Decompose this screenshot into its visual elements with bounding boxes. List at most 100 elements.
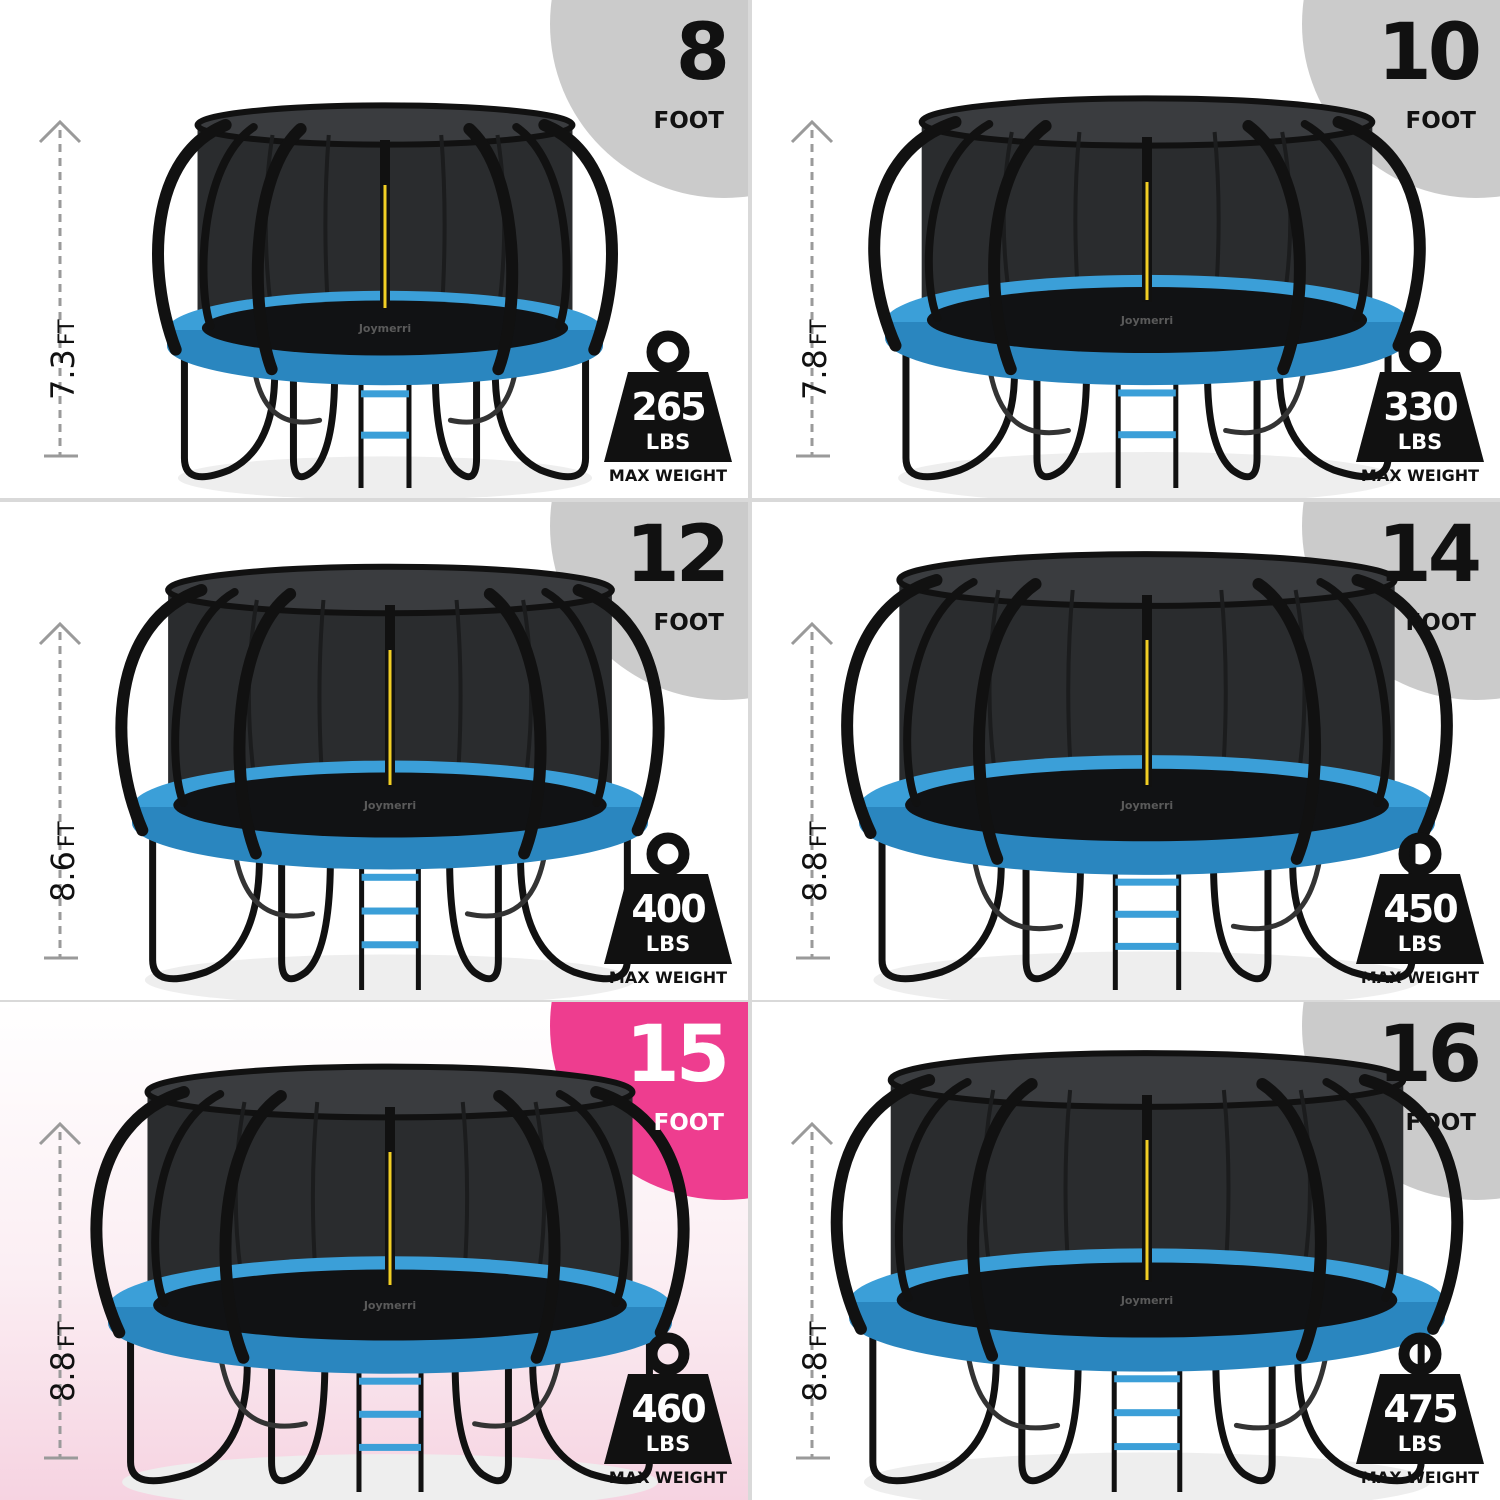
size-unit: FOOT	[1405, 610, 1476, 636]
max-weight-unit: LBS	[645, 430, 691, 454]
max-weight-value: 450	[1383, 887, 1458, 931]
size-value: 14	[1377, 510, 1482, 600]
max-weight-value: 265	[631, 385, 706, 429]
max-weight-caption: MAX WEIGHT	[1360, 968, 1480, 987]
max-weight-caption: MAX WEIGHT	[608, 1468, 728, 1487]
ladder	[356, 1352, 424, 1492]
frame-legs	[180, 350, 590, 481]
ladder	[1115, 364, 1179, 488]
height-unit: FT	[807, 319, 832, 346]
enclosure-poles	[841, 574, 1453, 865]
size-value: 12	[625, 510, 730, 600]
ladder-step	[1114, 1375, 1180, 1383]
size-unit: FOOT	[653, 108, 724, 134]
height-unit: FT	[807, 1321, 832, 1348]
weight-icon	[604, 1332, 732, 1464]
weight-icon	[604, 330, 732, 462]
ground-shadow	[144, 954, 636, 1000]
ladder-step	[1118, 389, 1176, 397]
ladder-step	[361, 390, 409, 398]
ladder	[1111, 1350, 1183, 1492]
height-value: 8.8	[796, 1351, 834, 1402]
ladder-step	[1115, 878, 1179, 886]
max-weight-unit: LBS	[1397, 1432, 1443, 1456]
height-value: 7.3	[44, 349, 82, 400]
max-weight-caption: MAX WEIGHT	[608, 466, 728, 485]
ladder-step	[361, 907, 419, 915]
max-weight-value: 475	[1383, 1387, 1458, 1431]
weight-icon	[604, 832, 732, 964]
ladder-step	[361, 873, 419, 881]
ladder	[358, 365, 412, 488]
height-unit: FT	[55, 319, 80, 346]
max-weight-caption: MAX WEIGHT	[1360, 1468, 1480, 1487]
trampoline-illustration: Joymerri	[790, 95, 1484, 498]
height-arrow	[790, 1121, 834, 1460]
size-unit: FOOT	[653, 610, 724, 636]
height-unit: FT	[55, 821, 80, 848]
jumping-mat	[153, 1269, 627, 1341]
jumping-mat	[201, 300, 569, 356]
jumping-mat	[173, 772, 607, 838]
trampoline-illustration: Joymerri	[790, 551, 1484, 1000]
enclosure-poles	[90, 1086, 690, 1364]
trampoline-illustration: Joymerri	[38, 563, 732, 1000]
ground-shadow	[873, 951, 1421, 1000]
ladder-step	[1114, 1443, 1180, 1451]
frame-legs	[127, 1333, 653, 1485]
ladder-step	[1115, 942, 1179, 950]
brand-mark: Joymerri	[358, 322, 411, 335]
ladder-step	[358, 1377, 422, 1385]
size-value: 16	[1377, 1010, 1482, 1100]
ladder-step	[358, 1410, 422, 1418]
ground-shadow	[898, 452, 1396, 498]
ladder-step	[358, 1443, 422, 1451]
ladder	[1112, 853, 1182, 990]
frame-legs	[878, 834, 1416, 983]
height-value: 7.8	[796, 349, 834, 400]
frame-legs	[149, 831, 631, 983]
size-unit: FOOT	[1405, 1110, 1476, 1136]
frame-legs	[869, 1330, 1425, 1485]
ladder-step	[1115, 910, 1179, 918]
max-weight-value: 400	[631, 887, 706, 931]
height-value: 8.8	[796, 851, 834, 902]
jumping-mat	[926, 286, 1368, 354]
ground-shadow	[122, 1454, 658, 1500]
enclosure-poles	[830, 1074, 1464, 1362]
max-weight-unit: LBS	[1397, 430, 1443, 454]
ladder-step	[361, 431, 409, 439]
ladder-step	[1118, 431, 1176, 439]
brand-mark: Joymerri	[1120, 314, 1173, 327]
jumping-mat	[896, 1262, 1398, 1338]
ladder-step	[361, 941, 419, 949]
height-value: 8.6	[44, 851, 82, 902]
height-unit: FT	[807, 821, 832, 848]
weight-icon	[1356, 330, 1484, 462]
trampoline-illustration: Joymerri	[38, 102, 732, 498]
height-arrow	[790, 119, 834, 458]
height-arrow	[38, 119, 82, 458]
ground-shadow	[177, 456, 593, 498]
size-value: 8	[675, 8, 730, 98]
ladder-step	[1114, 1409, 1180, 1417]
max-weight-value: 330	[1383, 385, 1458, 429]
ladder	[359, 848, 421, 990]
max-weight-unit: LBS	[645, 932, 691, 956]
size-unit: FOOT	[1405, 108, 1476, 134]
size-value: 10	[1377, 8, 1482, 98]
weight-icon	[1356, 1332, 1484, 1464]
brand-mark: Joymerri	[363, 799, 416, 812]
enclosure-poles	[868, 116, 1426, 376]
height-arrow	[790, 621, 834, 960]
enclosure-poles	[115, 584, 665, 860]
ground-shadow	[863, 1452, 1431, 1500]
max-weight-caption: MAX WEIGHT	[608, 968, 728, 987]
height-arrow	[38, 1121, 82, 1460]
height-arrow	[38, 621, 82, 960]
